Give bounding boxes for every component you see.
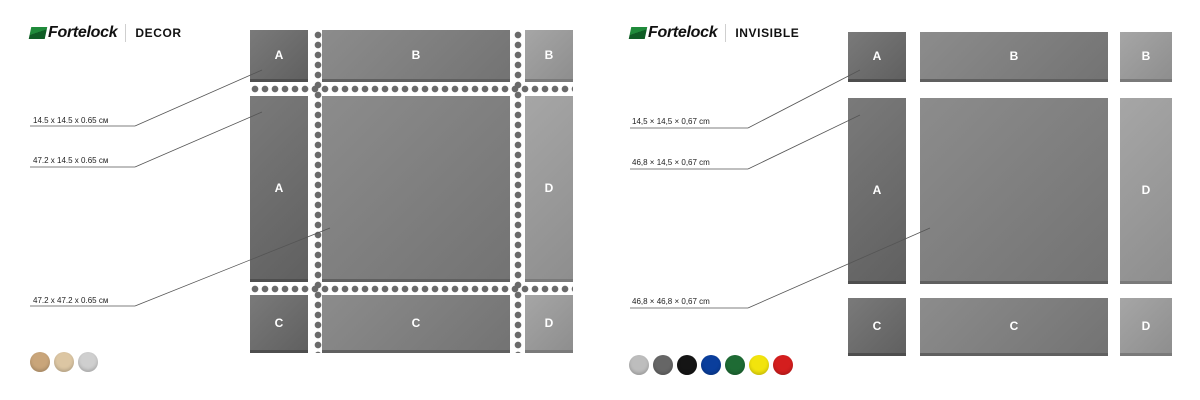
dim-label-corner: 14.5 x 14.5 x 0.65 см bbox=[33, 116, 109, 125]
tile-label: C bbox=[872, 318, 882, 333]
tile-b-edge: B bbox=[322, 30, 510, 82]
tile-label: C bbox=[274, 315, 284, 330]
tile-a-corner: A bbox=[250, 30, 308, 82]
lock-edge-bottom bbox=[250, 285, 573, 293]
dim-label-main: 47.2 x 47.2 x 0.65 см bbox=[33, 296, 109, 305]
lock-edge-left bbox=[314, 30, 322, 353]
tile-label: C bbox=[1009, 318, 1019, 333]
tile-a-side: A bbox=[848, 98, 906, 284]
tile-c-corner: C bbox=[250, 295, 308, 353]
color-swatch[interactable] bbox=[749, 355, 769, 375]
tile-label: D bbox=[1141, 182, 1151, 197]
brand-name: Fortelock bbox=[648, 24, 718, 41]
color-swatch[interactable] bbox=[54, 352, 74, 372]
brand-divider bbox=[725, 24, 727, 42]
tile-main bbox=[920, 98, 1108, 284]
tile-label: C bbox=[411, 315, 421, 330]
lock-edge-top bbox=[250, 85, 573, 93]
tile-label: A bbox=[872, 182, 882, 197]
color-swatch[interactable] bbox=[773, 355, 793, 375]
tile-d-corner: D bbox=[1120, 298, 1172, 356]
color-swatch[interactable] bbox=[701, 355, 721, 375]
tile-b-end: B bbox=[1120, 32, 1172, 82]
tile-c-edge: C bbox=[322, 295, 510, 353]
dim-label-edge: 46,8 × 14,5 × 0,67 cm bbox=[632, 158, 710, 167]
tile-b-edge: B bbox=[920, 32, 1108, 82]
tile-d-side: D bbox=[525, 96, 573, 282]
tile-label: A bbox=[274, 180, 284, 195]
tile-label: B bbox=[411, 47, 421, 62]
tile-d-corner: D bbox=[525, 295, 573, 353]
brand-header: Fortelock INVISIBLE bbox=[630, 24, 799, 42]
tile-c-edge: C bbox=[920, 298, 1108, 356]
dim-label-main: 46,8 × 46,8 × 0,67 cm bbox=[632, 297, 710, 306]
tile-d-side: D bbox=[1120, 98, 1172, 284]
product-line-name: DECOR bbox=[135, 26, 182, 40]
tile-label: D bbox=[544, 180, 554, 195]
fortelock-logo-icon bbox=[630, 27, 646, 39]
product-line-name: INVISIBLE bbox=[735, 26, 800, 40]
color-swatch[interactable] bbox=[725, 355, 745, 375]
color-swatch[interactable] bbox=[677, 355, 697, 375]
color-swatch[interactable] bbox=[653, 355, 673, 375]
tile-label: B bbox=[544, 47, 554, 62]
lock-edge-right bbox=[514, 30, 522, 353]
tile-main bbox=[322, 96, 510, 282]
tile-label: A bbox=[274, 47, 284, 62]
tile-a-corner: A bbox=[848, 32, 906, 82]
tile-label: D bbox=[1141, 318, 1151, 333]
tile-label: D bbox=[544, 315, 554, 330]
color-swatch[interactable] bbox=[30, 352, 50, 372]
tile-a-side: A bbox=[250, 96, 308, 282]
brand-divider bbox=[125, 24, 127, 42]
color-swatch[interactable] bbox=[78, 352, 98, 372]
tile-label: A bbox=[872, 48, 882, 63]
brand-name: Fortelock bbox=[48, 24, 118, 41]
decor-panel: Fortelock DECOR A B B A D C C D 14.5 x 1… bbox=[0, 0, 600, 400]
dim-label-edge: 47.2 x 14.5 x 0.65 см bbox=[33, 156, 109, 165]
color-swatch[interactable] bbox=[629, 355, 649, 375]
brand-header: Fortelock DECOR bbox=[30, 24, 182, 42]
tile-b-end: B bbox=[525, 30, 573, 82]
tile-label: B bbox=[1141, 48, 1151, 63]
color-swatches bbox=[30, 352, 98, 372]
dim-label-corner: 14,5 × 14,5 × 0,67 cm bbox=[632, 117, 710, 126]
color-swatches bbox=[629, 355, 793, 375]
invisible-panel: Fortelock INVISIBLE A B B A D C C D 14,5… bbox=[600, 0, 1200, 400]
tile-c-corner: C bbox=[848, 298, 906, 356]
tile-label: B bbox=[1009, 48, 1019, 63]
fortelock-logo-icon bbox=[30, 27, 46, 39]
